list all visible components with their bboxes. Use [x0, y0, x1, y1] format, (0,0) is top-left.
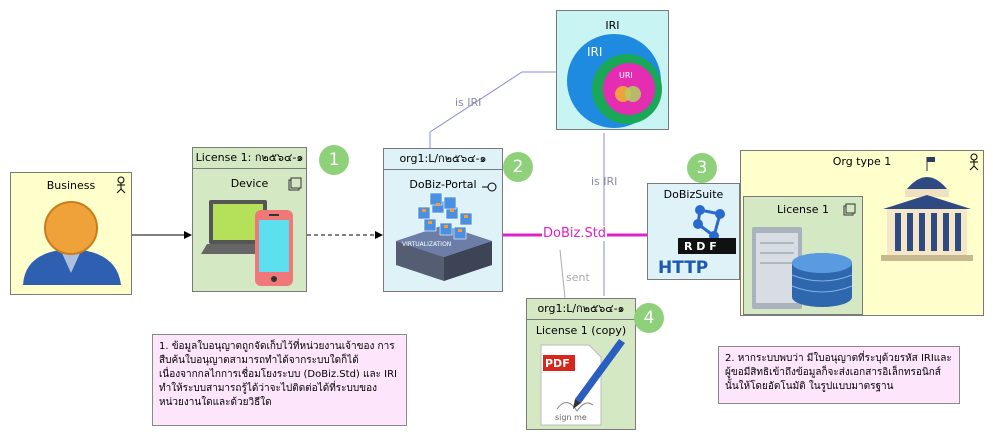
- license1-inner-node: License 1: [743, 196, 863, 315]
- virtualization-label: VIRTUALIZATION: [402, 241, 452, 248]
- virtualization-icon: [396, 182, 497, 281]
- iri-box-title: IRI: [605, 19, 620, 32]
- portal-header: org1:L/ก๒๕๖๔-๑: [384, 149, 502, 170]
- step-marker-4: 4: [634, 303, 664, 333]
- license1-node: License 1: ก๒๕๖๔-๑ Device: [192, 147, 307, 292]
- iri-outer-label: IRI: [587, 45, 603, 59]
- iri-uri-diagram: [567, 34, 662, 128]
- step-marker-1: 1: [319, 145, 349, 175]
- actor-icon: [116, 176, 126, 194]
- iri-link-left: [429, 71, 556, 148]
- uri-inner-label: URI: [619, 71, 633, 80]
- is-iri-label-right: is IRI: [591, 175, 618, 188]
- std-link-label: DoBiz.Std: [542, 226, 608, 241]
- org-type-node: Org type 1 License 1: [740, 150, 984, 316]
- dobizsuite-node: DoBizSuite R D F HTTP: [647, 183, 740, 280]
- portal-title: DoBiz-Portal: [409, 178, 477, 191]
- device-title: Device: [230, 177, 269, 190]
- pdf-sign-icon: [540, 339, 625, 426]
- sign-me-label: sign me: [555, 413, 587, 422]
- rdf-label: R D F: [684, 240, 717, 253]
- dobizsuite-title: DoBizSuite: [663, 188, 724, 201]
- step-marker-2: 2: [503, 152, 533, 182]
- license1-inner-title: License 1: [777, 203, 829, 216]
- person-icon: [23, 201, 121, 285]
- business-actor-box: Business: [10, 172, 132, 295]
- arrow-head: [375, 231, 383, 239]
- iri-box: IRI IRI URI: [556, 10, 669, 130]
- step-marker-3: 3: [687, 153, 717, 183]
- note-2: 2. หากระบบพบว่า มีใบอนุญาตที่ระบุด้วยรหั…: [718, 346, 960, 404]
- license-copy-header: org1:L/ก๒๕๖๔-๑: [527, 299, 635, 320]
- org-type-title: Org type 1: [832, 155, 892, 168]
- license-copy-title: License 1 (copy): [535, 324, 627, 337]
- license1-header: License 1: ก๒๕๖๔-๑: [193, 148, 306, 169]
- pdf-label: PDF: [545, 357, 570, 370]
- is-iri-label-left: is IRI: [455, 96, 482, 109]
- business-label: Business: [46, 179, 96, 192]
- rdf-icon: [678, 205, 736, 254]
- sent-label: sent: [566, 271, 590, 284]
- arrow-head: [184, 231, 192, 239]
- sent-link-line: [559, 249, 566, 299]
- server-database-icon: [752, 203, 856, 309]
- device-icon: [201, 177, 302, 286]
- note-1: 1. ข้อมูลใบอนุญาตถูกจัดเก็บไว้ที่หน่วยงา…: [152, 334, 407, 426]
- http-label: HTTP: [658, 258, 709, 278]
- license-copy-node: org1:L/ก๒๕๖๔-๑ License 1 (copy) PDF sign…: [526, 298, 636, 430]
- portal-node: org1:L/ก๒๕๖๔-๑ DoBiz-Portal VIRTU: [383, 148, 503, 292]
- government-building-icon: [881, 153, 979, 261]
